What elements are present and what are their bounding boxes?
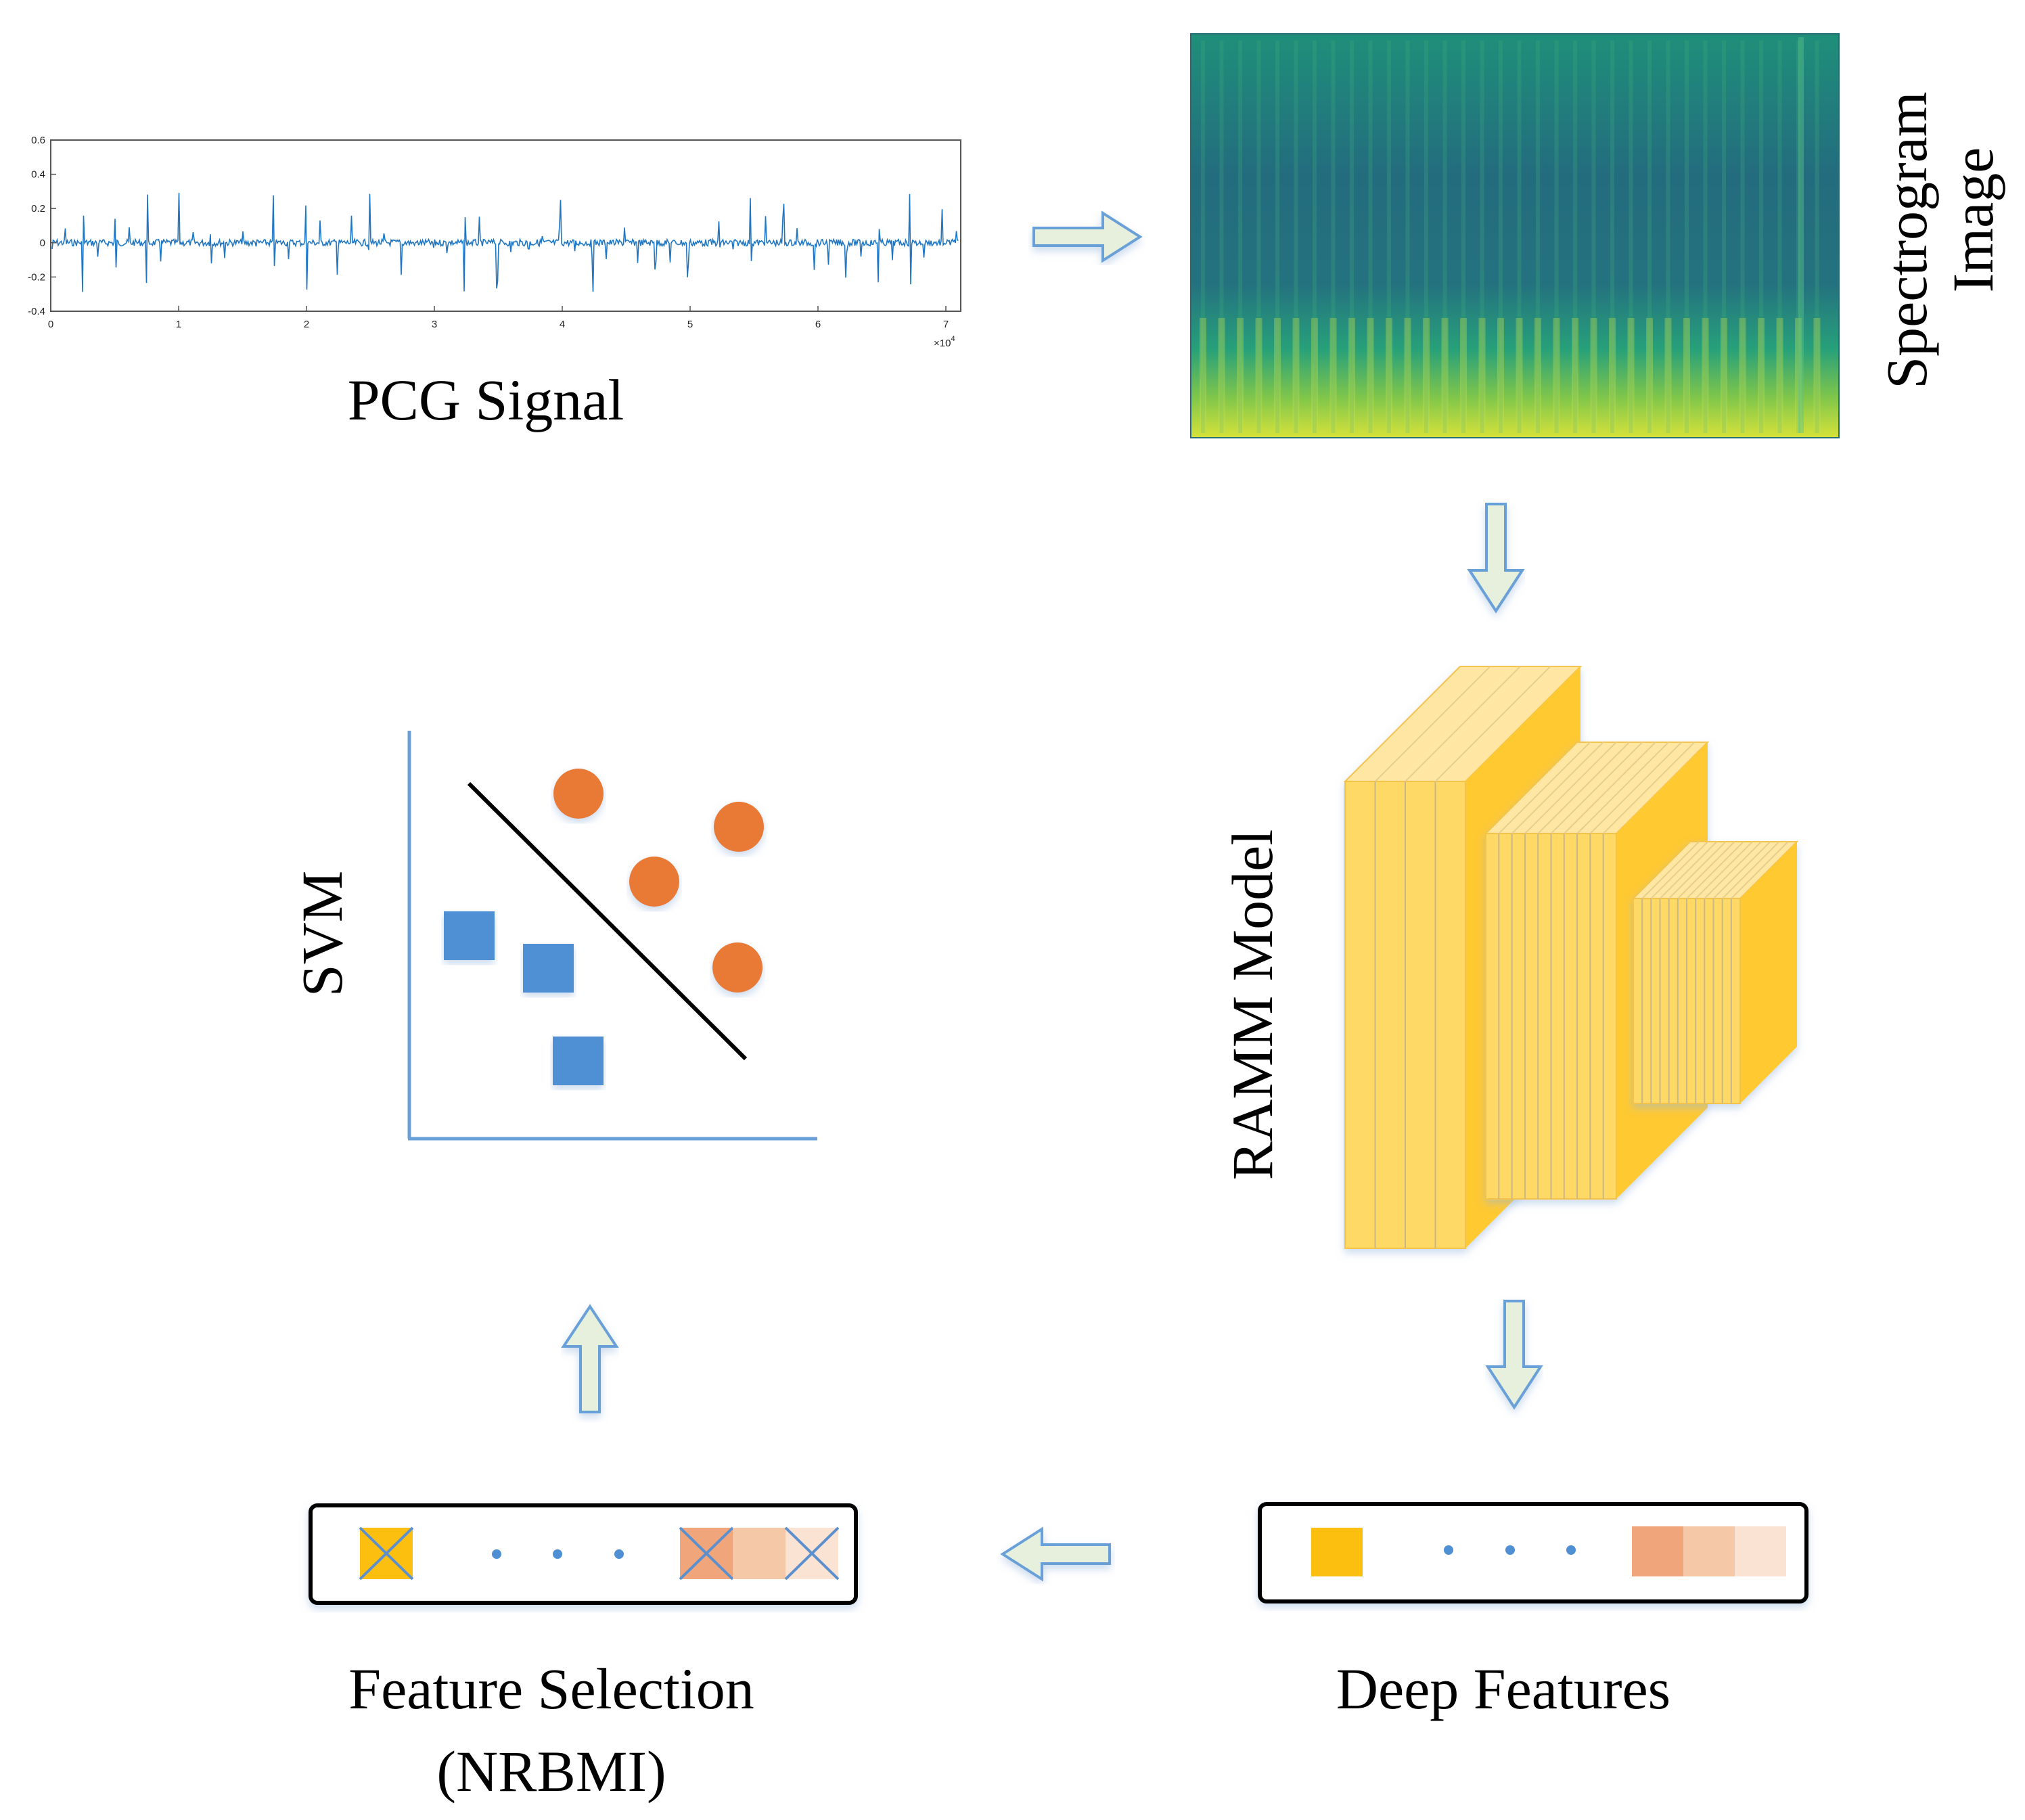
spectrogram-label-line2: Image [1940,147,2005,293]
ellipsis-dot [1566,1545,1576,1555]
arrow-right-pcg-to-spectrogram [1032,210,1143,263]
pcg-x-tick-label: 3 [432,319,437,330]
svm-plot [407,731,817,1141]
ellipsis-dot [1505,1545,1515,1555]
feature-selection-label-line1: Feature Selection [348,1656,754,1721]
feature-cell-orange [1632,1526,1683,1576]
arrow-left-deep-to-selection [1000,1526,1111,1582]
feature-cell-orange-light [1683,1526,1735,1576]
deep-features-label: Deep Features [1336,1656,1670,1721]
arrow-down-spectrogram-to-ramm [1467,503,1525,614]
spectrogram-stripes [1200,37,1821,433]
pcg-x-tick-label: 0 [48,319,53,330]
pcg-y-tick-label: 0.6 [31,135,45,146]
svm-square-point [553,1037,604,1085]
ramm-model-blocks [1343,666,1799,1249]
pcg-x-ticks: 0 1 2 3 4 5 6 7 [48,306,949,330]
pcg-y-tick-label: 0 [40,237,45,249]
ramm-model-label: RAMM Model [1220,829,1285,1180]
feature-cell-orange-pale [1735,1526,1786,1576]
pcg-y-tick-label: 0.4 [31,169,45,181]
pcg-x-tick-label: 6 [815,319,821,330]
pcg-signal-plot: 0.6 0.4 0.2 0 -0.2 -0.4 0 1 2 3 4 5 6 7 ×104 [28,135,961,349]
svm-label: SVM [290,871,355,997]
feature-selection-label-line2: (NRBMI) [436,1739,666,1804]
ellipsis-dot [1444,1545,1453,1555]
arrow-up-selection-to-svm [561,1304,619,1413]
pcg-waveform [51,193,959,292]
pcg-x-tick-label: 7 [943,319,949,330]
pcg-signal-label: PCG Signal [348,367,624,432]
svm-circle-point [714,802,764,852]
cross-icon [679,1526,734,1580]
spectrogram-image [1190,33,1840,438]
ellipsis-dot [492,1549,501,1559]
spectrogram-label-line1: Spectrogram [1874,91,1939,388]
pcg-y-ticks: 0.6 0.4 0.2 0 -0.2 -0.4 [28,135,56,317]
pcg-x-tick-label: 4 [560,319,565,330]
feature-cell-yellow [1311,1528,1363,1576]
pcg-plot-frame [50,139,961,312]
pcg-x-tick-label: 1 [176,319,181,330]
feature-cell-orange-light [733,1528,786,1579]
pcg-x-multiplier: ×104 [934,335,955,349]
svm-square-point [523,944,574,993]
cross-icon [359,1526,414,1580]
svm-circle-point [553,769,604,819]
pcg-x-tick-label: 2 [304,319,309,330]
arrow-down-ramm-to-deep-features [1485,1300,1543,1410]
pcg-x-tick-label: 5 [687,319,693,330]
pcg-y-tick-label: 0.2 [31,203,45,214]
svm-decision-boundary [467,781,748,1061]
ellipsis-dot [614,1549,624,1559]
pcg-y-tick-label: -0.4 [28,306,45,317]
svm-circle-point [629,857,679,907]
feature-selection-vector [309,1503,858,1605]
ramm-block-3 [1631,841,1799,1104]
ellipsis-dot [553,1549,562,1559]
deep-features-vector [1258,1502,1808,1603]
pcg-y-tick-label: -0.2 [28,271,45,283]
svm-circle-point [712,942,763,993]
cross-icon [784,1526,840,1580]
svm-square-point [444,911,495,960]
